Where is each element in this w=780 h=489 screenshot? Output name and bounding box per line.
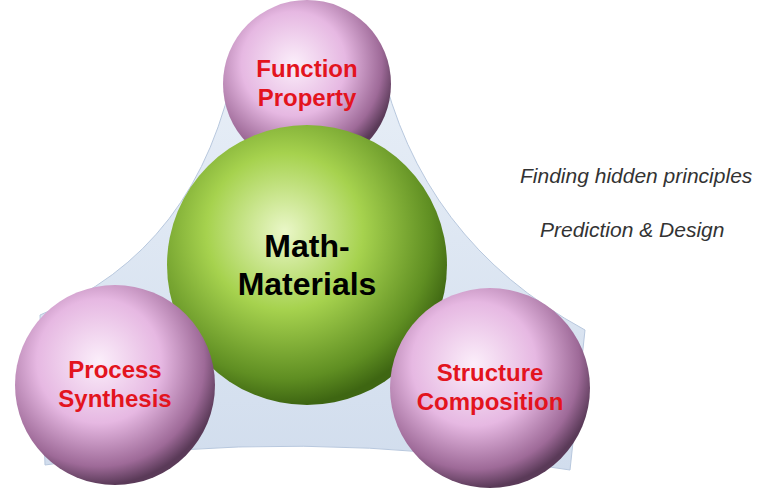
sphere-fill: [390, 288, 590, 488]
sphere-label: Structure Composition: [410, 359, 570, 417]
sphere-fill: [15, 285, 215, 485]
sphere-label: Function Property: [242, 55, 372, 113]
annotation-text: Finding hidden principles: [520, 164, 752, 188]
sphere-label: Process Synthesis: [40, 356, 190, 414]
center-title: Math-Materials: [220, 227, 395, 304]
property-sphere: Structure Composition: [390, 288, 590, 488]
property-sphere: Process Synthesis: [15, 285, 215, 485]
annotation-text: Prediction & Design: [540, 218, 724, 242]
